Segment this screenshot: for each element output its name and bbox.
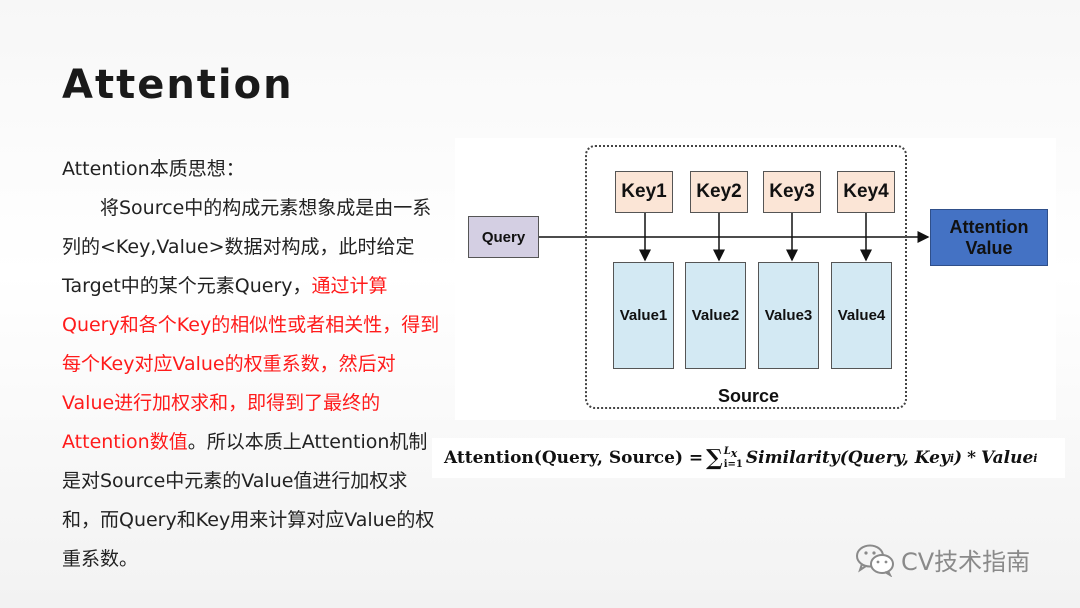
key-box: Key1 <box>615 171 673 213</box>
text-highlight: 通过计算Query和各个Key的相似性或者相关性，得到每个Key对应Value的… <box>62 275 440 453</box>
description-text: Attention本质思想： 将Source中的构成元素想象成是由一系列的<Ke… <box>62 150 442 579</box>
page-title: Attention <box>62 62 294 108</box>
attention-diagram: Query Key1 Key2 Key3 Key4 Value1 Value2 … <box>455 138 1056 420</box>
value-box: Value2 <box>685 262 746 369</box>
key-box: Key3 <box>763 171 821 213</box>
source-box <box>585 145 907 409</box>
sum-upper-sub: x <box>730 447 738 460</box>
formula-similarity: Similarity(Query, Key <box>745 448 950 468</box>
query-box: Query <box>468 216 539 258</box>
formula-times: * <box>967 448 976 468</box>
diagram-arrows <box>539 213 930 262</box>
value-box: Value4 <box>831 262 892 369</box>
formula-sub-i2: i <box>1033 451 1038 465</box>
watermark-text: CV技术指南 <box>901 548 1031 576</box>
text-tail: 。所以本质上Attention机制是对Source中元素的Value值进行加权求… <box>62 431 435 570</box>
sum-upper: L <box>723 446 731 457</box>
watermark: CV技术指南 <box>855 542 1030 577</box>
attention-value-box: Attention Value <box>930 209 1048 266</box>
value-box: Value1 <box>613 262 674 369</box>
wechat-icon <box>856 544 894 577</box>
attention-formula: Attention(Query, Source) = ∑ Lx i=1 Simi… <box>432 438 1065 478</box>
sum-limits: Lx i=1 <box>724 446 743 470</box>
text-heading: Attention本质思想： <box>62 158 245 180</box>
sum-lower: i=1 <box>723 459 743 470</box>
key-box: Key2 <box>690 171 748 213</box>
key-box: Key4 <box>837 171 895 213</box>
formula-close-paren: ) <box>954 448 963 468</box>
text-normal: 将Source中的构成元素想象成是由一系列的<Key,Value>数据对构成，此… <box>62 197 432 297</box>
value-box: Value3 <box>758 262 819 369</box>
source-label: Source <box>718 386 780 406</box>
formula-sub-i: i <box>949 451 955 465</box>
summation: ∑ Lx i=1 <box>706 446 743 470</box>
formula-lhs: Attention(Query, Source) = <box>444 448 704 468</box>
formula-value: Value <box>980 448 1034 468</box>
text-paragraph: 将Source中的构成元素想象成是由一系列的<Key,Value>数据对构成，此… <box>62 189 442 579</box>
sigma-symbol: ∑ <box>706 445 723 471</box>
